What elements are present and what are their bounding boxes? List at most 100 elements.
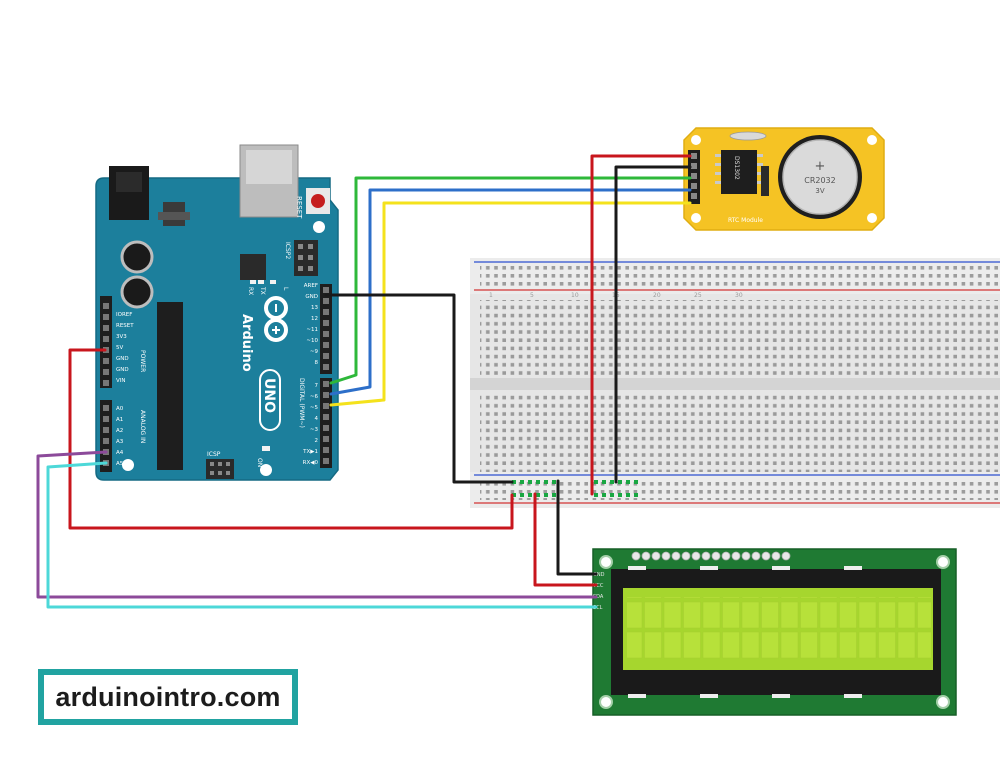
bb-col-25: 25	[694, 292, 702, 299]
mount-hole	[313, 221, 325, 233]
pin-a2: A2	[116, 428, 123, 434]
battery-type: CR2032	[804, 176, 836, 185]
rx-led	[250, 280, 256, 284]
pin-gnd1: GND	[116, 356, 129, 362]
lcd-top-pads	[631, 551, 791, 561]
pin-8: 8	[315, 360, 319, 366]
rail-connected-dots	[512, 480, 638, 497]
rx-label: RX	[247, 287, 254, 295]
atmega-chip	[157, 302, 183, 470]
arduino-logo: Arduino UNO	[239, 296, 288, 431]
on-label: ON	[256, 458, 263, 467]
pin-11: ~11	[306, 327, 318, 333]
wire-purple-sda	[36, 450, 598, 599]
pin-4: 4	[315, 416, 319, 422]
lcd-i2c-pin-labels: GND VCC SDA SCL	[593, 572, 605, 611]
usb-connector-shine	[246, 150, 292, 184]
wire-green-pin7-to-rtc	[329, 176, 692, 385]
pin-gnd-digital: GND	[305, 294, 318, 300]
rtc-module: DS1302 + CR2032 3V RTC Module	[683, 127, 885, 231]
digital-section-label: DIGITAL (PWM~)	[298, 378, 305, 428]
pin-ioref: IOREF	[116, 312, 132, 318]
lcd-module: GND VCC SDA SCL	[592, 548, 957, 716]
reset-button-cap[interactable]	[311, 194, 325, 208]
center-channel	[470, 378, 1000, 390]
pin-reset: RESET	[116, 323, 134, 329]
rtc-mount-hole	[691, 213, 701, 223]
on-led	[262, 446, 270, 451]
wire-black-rtc-gnd	[614, 165, 692, 484]
rtc-mount-hole	[867, 213, 877, 223]
wire-black-lcd-gnd	[556, 479, 598, 576]
wire-red-rtc-vcc	[590, 154, 692, 496]
bb-col-20: 20	[653, 292, 661, 299]
upper-terminal-holes	[480, 300, 1000, 380]
pin-5: ~5	[310, 405, 319, 411]
lcd-mount-hole	[599, 555, 613, 569]
digital-top-labels: AREF GND 13 12 ~11 ~10 ~9 8	[304, 283, 319, 366]
l-led-label: L	[282, 287, 289, 291]
lcd-mount-hole	[936, 695, 950, 709]
pin-aref: AREF	[304, 283, 318, 289]
pin-3v3: 3V3	[116, 334, 127, 340]
top-rail-holes	[480, 266, 1000, 286]
reset-label: RESET	[295, 196, 303, 219]
lower-terminal-holes	[480, 392, 1000, 472]
digital-bottom-labels: 7 ~6 ~5 4 ~3 2 TX▶1 RX◀0	[302, 383, 318, 466]
icsp-label: ICSP	[207, 451, 221, 458]
rtc-mount-hole	[867, 135, 877, 145]
pin-a0: A0	[116, 406, 124, 412]
wire-cyan-scl	[46, 461, 598, 609]
watermark-text: arduinointro.com	[55, 681, 281, 712]
rtc-module-label: RTC Module	[728, 217, 763, 224]
watermark-badge: arduinointro.com	[38, 669, 298, 725]
wire-black-arduino-gnd	[324, 293, 514, 484]
pin-a3: A3	[116, 439, 124, 445]
lcd-mount-hole	[936, 555, 950, 569]
mount-hole	[122, 459, 134, 471]
tx-led	[258, 280, 264, 284]
pin-13: 13	[311, 305, 318, 311]
pin-a4: A4	[116, 450, 124, 456]
arduino-model: UNO	[261, 378, 277, 413]
analog-section-label: ANALOG IN	[139, 410, 146, 443]
pin-6: ~6	[310, 394, 319, 400]
pin-tx1: TX▶1	[302, 449, 318, 455]
uno-badge	[259, 369, 281, 431]
bb-col-10: 10	[571, 292, 579, 299]
mount-hole	[260, 464, 272, 476]
digital-header-top	[320, 284, 332, 374]
pin-2: 2	[315, 438, 319, 444]
bb-col-1: 1	[489, 292, 493, 299]
l-led	[270, 280, 276, 284]
chip-legs	[715, 154, 763, 184]
infinity-logo-right	[264, 318, 288, 342]
power-pin-labels: IOREF RESET 3V3 5V GND GND VIN	[116, 312, 134, 384]
pin-gnd2: GND	[116, 367, 129, 373]
lcd-pin-gnd: GND	[593, 572, 605, 578]
lcd-character-grid	[627, 597, 931, 659]
icsp2-pins	[298, 244, 313, 271]
lcd-pin-sda: SDA	[593, 594, 604, 600]
analog-pin-labels: A0 A1 A2 A3 A4 A5	[116, 406, 124, 467]
capacitor	[120, 275, 154, 309]
arduino-brand: Arduino	[239, 314, 254, 372]
pin-a1: A1	[116, 417, 123, 423]
lcd-bezel-clips	[628, 566, 862, 698]
lcd-pin-scl: SCL	[593, 605, 603, 611]
lcd-mount-hole	[599, 695, 613, 709]
coin-cell-battery	[782, 139, 858, 215]
bb-col-30: 30	[735, 292, 743, 299]
pin-10: ~10	[306, 338, 318, 344]
icsp-pins	[210, 462, 230, 475]
arduino-pcb	[95, 177, 339, 481]
wire-yellow-pin5-to-rtc	[329, 201, 692, 407]
pin-9: ~9	[310, 349, 319, 355]
wire-blue-pin6-to-rtc	[329, 188, 692, 396]
pin-a5: A5	[116, 461, 124, 467]
usb-chip	[240, 254, 266, 280]
bb-col-5: 5	[530, 292, 534, 299]
rtc-smd-component	[761, 166, 769, 196]
wires	[36, 154, 692, 609]
